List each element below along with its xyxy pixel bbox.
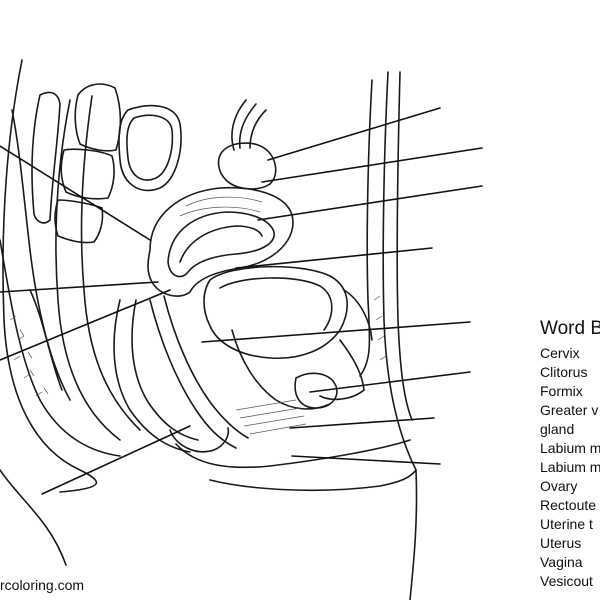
label-line-10 bbox=[0, 281, 159, 293]
urethra bbox=[231, 329, 331, 410]
watermark-text: rcoloring.com bbox=[0, 577, 85, 593]
word-bank-item: gland bbox=[540, 421, 575, 437]
word-bank-item: Formix bbox=[540, 383, 583, 399]
word-bank-item: Rectoute bbox=[540, 497, 597, 513]
body-contour-back bbox=[2, 59, 98, 493]
word-bank-item: Labium m bbox=[540, 440, 600, 456]
sacrum-vertebrae bbox=[11, 83, 141, 441]
pubic-symphysis bbox=[118, 104, 182, 192]
abdominal-wall-inner bbox=[396, 71, 413, 421]
abdominal-wall-outer bbox=[382, 71, 418, 600]
labia bbox=[169, 427, 230, 453]
label-line-3 bbox=[257, 185, 483, 221]
label-line-4 bbox=[235, 247, 433, 269]
label-line-2 bbox=[261, 147, 483, 183]
word-bank-item: Uterine t bbox=[540, 516, 593, 532]
word-bank-list: Cervix Clitorus Formix Greater v gland L… bbox=[540, 344, 600, 591]
word-bank-item: Clitorus bbox=[540, 364, 588, 380]
bladder bbox=[203, 265, 348, 360]
word-bank-item: Ovary bbox=[540, 478, 578, 494]
word-bank-item: Uterus bbox=[540, 535, 582, 551]
vagina bbox=[149, 299, 237, 449]
label-line-6 bbox=[309, 371, 471, 393]
word-bank-item: Labium m bbox=[540, 459, 600, 475]
label-line-11 bbox=[0, 289, 171, 361]
buttock-lower bbox=[0, 469, 67, 566]
label-line-1 bbox=[267, 107, 441, 161]
fallopian-tube bbox=[231, 99, 267, 151]
word-bank-title: Word B bbox=[540, 318, 600, 339]
label-line-9 bbox=[0, 145, 151, 241]
label-line-5 bbox=[201, 321, 471, 343]
label-line-8 bbox=[291, 455, 441, 465]
ovary bbox=[217, 142, 277, 190]
label-lines bbox=[0, 107, 483, 495]
word-bank-item: Cervix bbox=[540, 345, 580, 361]
clitoris bbox=[294, 372, 338, 409]
rectum bbox=[113, 299, 191, 453]
word-bank-item: Vesicout bbox=[540, 573, 593, 589]
word-bank-item: Greater v bbox=[540, 402, 599, 418]
label-line-7 bbox=[289, 417, 435, 429]
word-bank-item: Vagina bbox=[540, 554, 583, 570]
word-bank: Word B Cervix Clitorus Formix Greater v … bbox=[540, 318, 600, 591]
uterus-cavity bbox=[167, 211, 275, 278]
label-line-12 bbox=[41, 425, 191, 495]
